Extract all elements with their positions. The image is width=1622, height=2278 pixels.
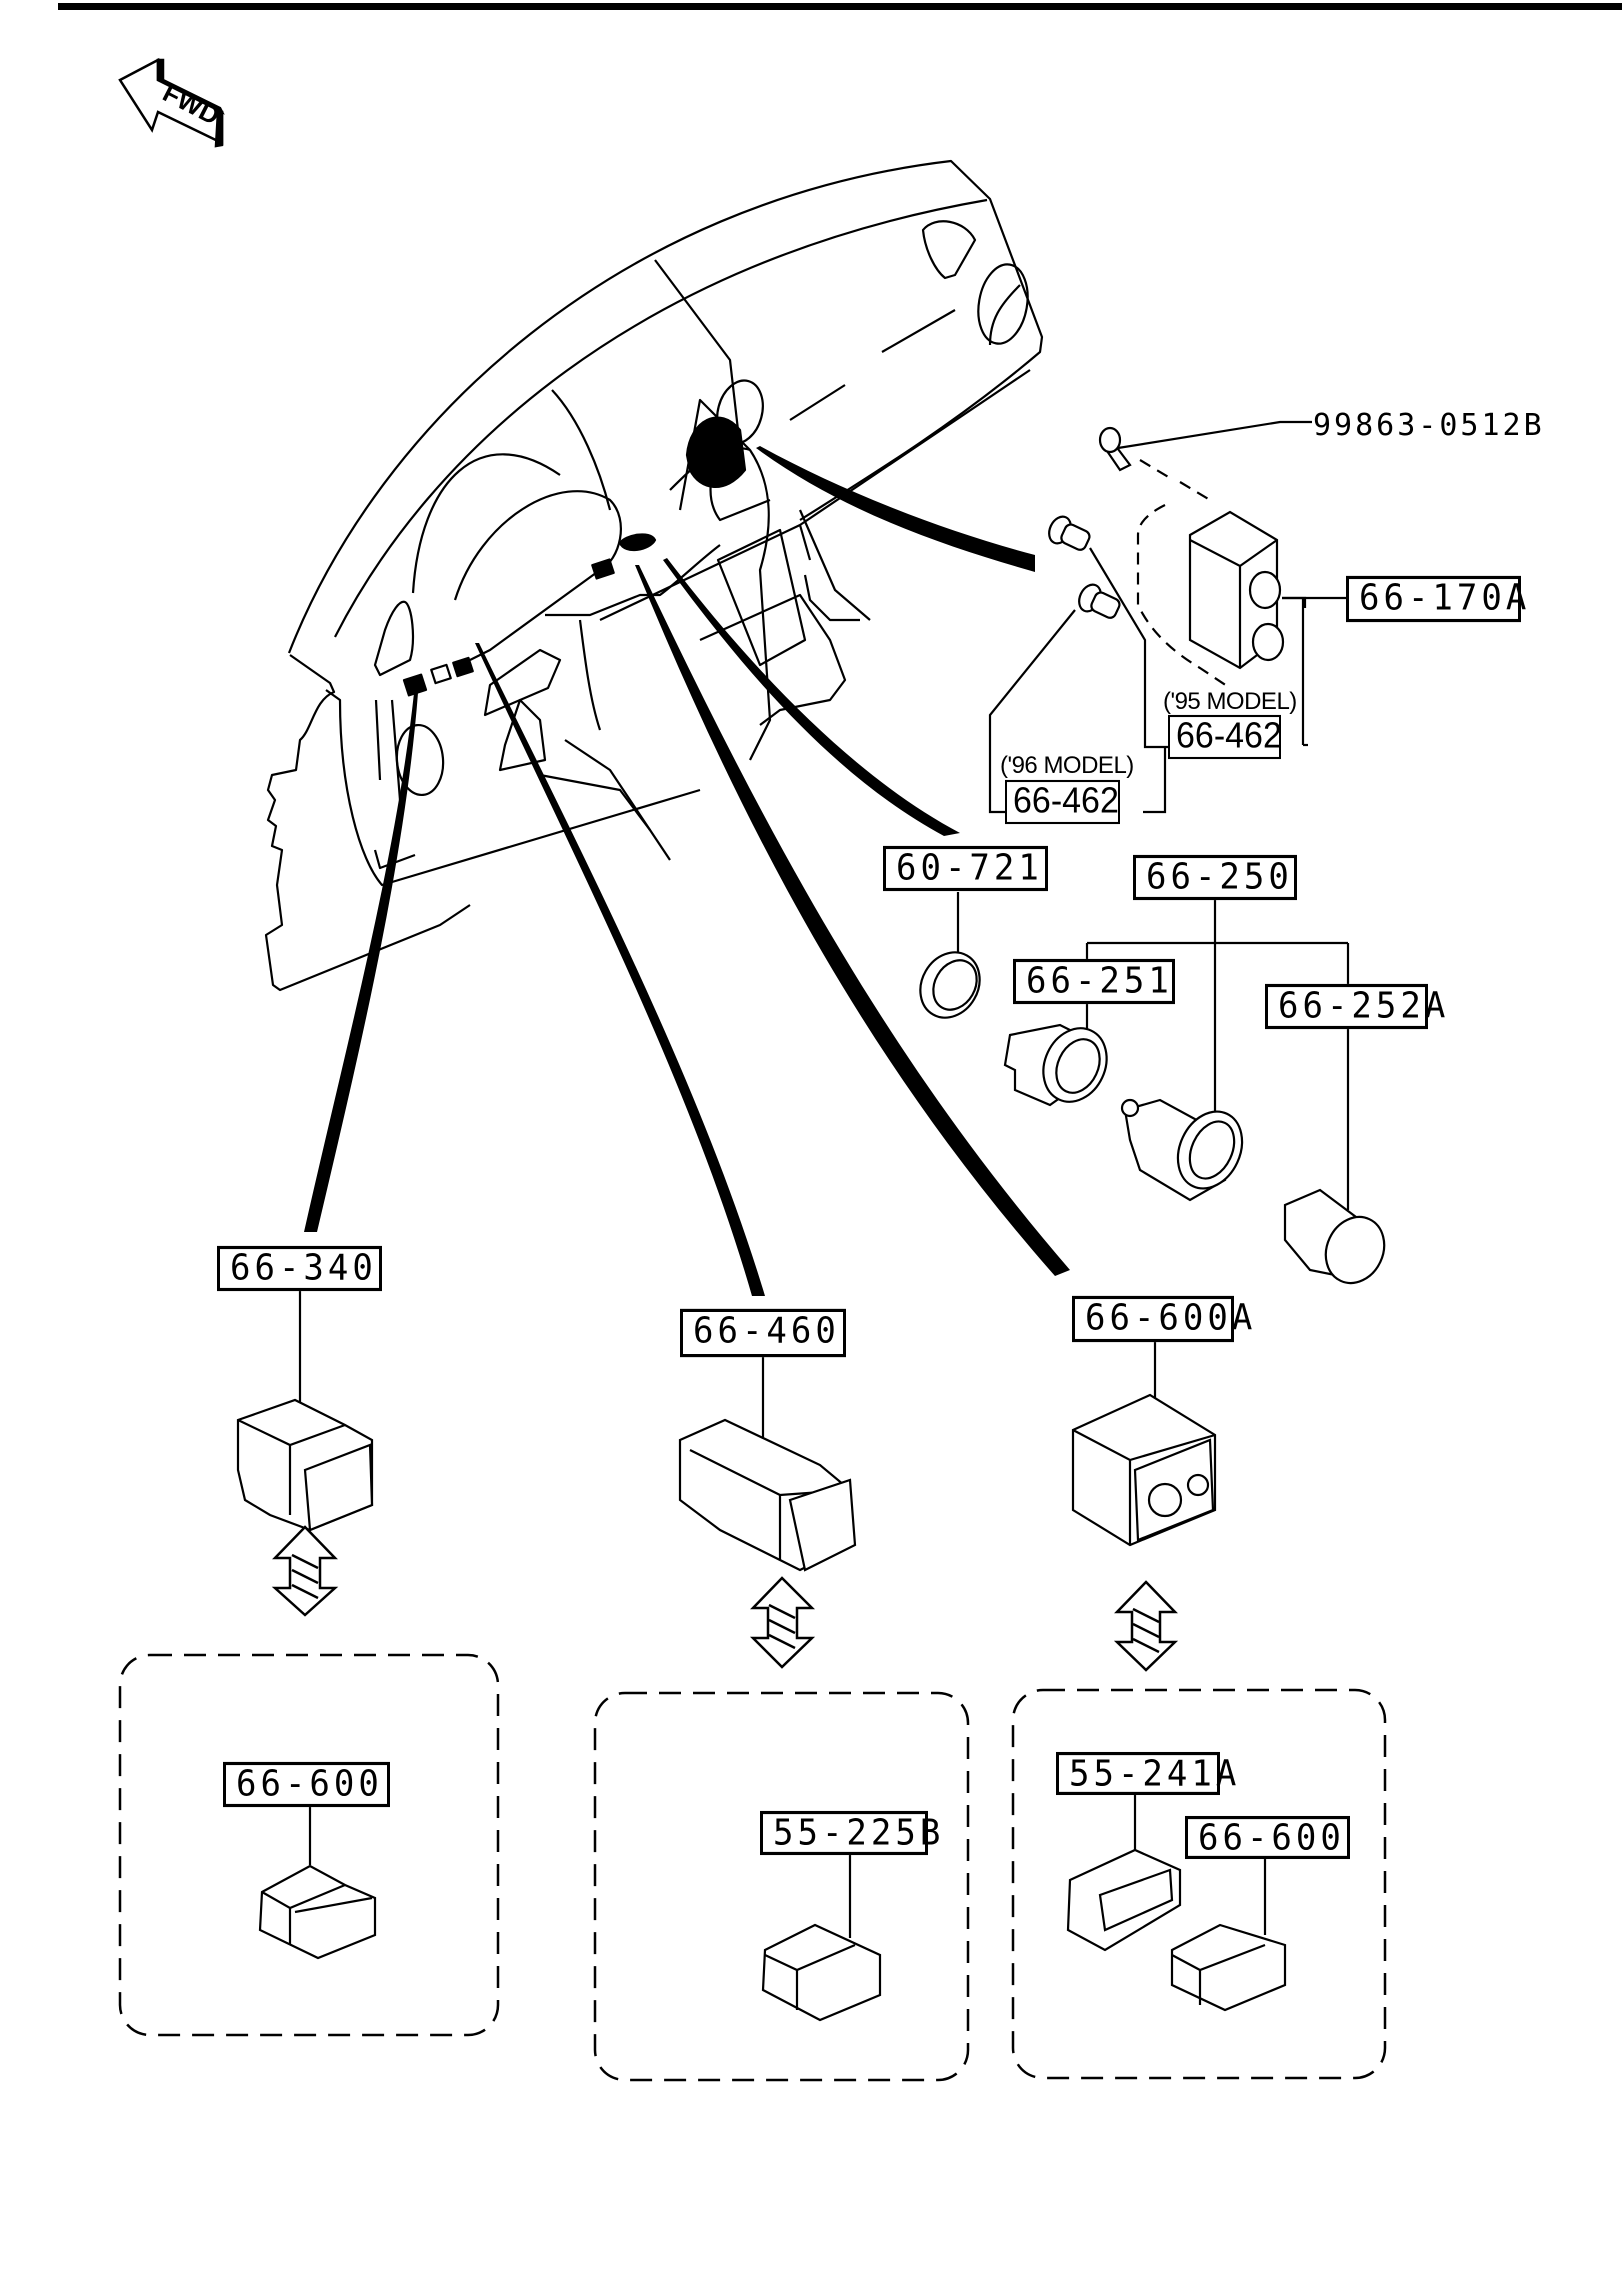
leader-66-170a <box>756 446 1035 572</box>
double-arrow-icon <box>1113 1580 1179 1672</box>
part-label-ring: 60-721 <box>883 845 1048 892</box>
double-arrow-icon <box>271 1525 339 1617</box>
lighter-parts <box>919 892 1386 1285</box>
part-label-switch-right: 66-600A <box>1072 1295 1252 1343</box>
part-label-alt-1: 66-600 <box>223 1761 390 1808</box>
bulb-parts <box>988 515 1191 814</box>
leader-66-340 <box>304 693 418 1232</box>
dashboard-illustration <box>264 159 1044 992</box>
part-label-alt-3b: 66-600 <box>1185 1815 1350 1860</box>
clock-part <box>1098 420 1312 689</box>
fwd-arrow-icon: FWD <box>118 57 225 148</box>
part-label-clock: 66-170A <box>1346 575 1526 623</box>
alternative-box-1 <box>118 1653 500 2037</box>
part-label-lighter-assy: 66-250 <box>1133 854 1297 901</box>
part-label-switch-left: 66-340 <box>217 1245 382 1292</box>
model-note-96: ('96 MODEL) <box>1000 752 1134 779</box>
alternative-switch-parts <box>258 1793 1287 2022</box>
leader-lines <box>304 446 1070 1296</box>
leader-66-600a <box>635 565 1070 1276</box>
part-label-alt-2: 55-225B <box>760 1810 940 1856</box>
alternative-box-3 <box>1011 1688 1387 2080</box>
part-label-alt-3a: 55-241A <box>1056 1751 1236 1796</box>
alternative-box-2 <box>593 1691 970 2082</box>
part-label-lighter-plug: 66-252A <box>1265 983 1445 1030</box>
leader-66-460 <box>475 643 765 1296</box>
part-label-lighter-socket: 66-251 <box>1013 958 1175 1005</box>
part-label-switch-middle: 66-460 <box>680 1308 846 1358</box>
part-label-bulb-95: 66-462 <box>1168 714 1282 760</box>
leader-60-721 <box>663 558 960 836</box>
double-arrow-icon <box>749 1576 816 1669</box>
top-rule <box>58 3 1622 10</box>
switch-parts <box>236 1290 1217 1572</box>
model-note-95: ('95 MODEL) <box>1163 688 1297 715</box>
part-number-screw: 99863-0512B <box>1313 408 1545 443</box>
part-label-bulb-96: 66-462 <box>1005 779 1120 825</box>
